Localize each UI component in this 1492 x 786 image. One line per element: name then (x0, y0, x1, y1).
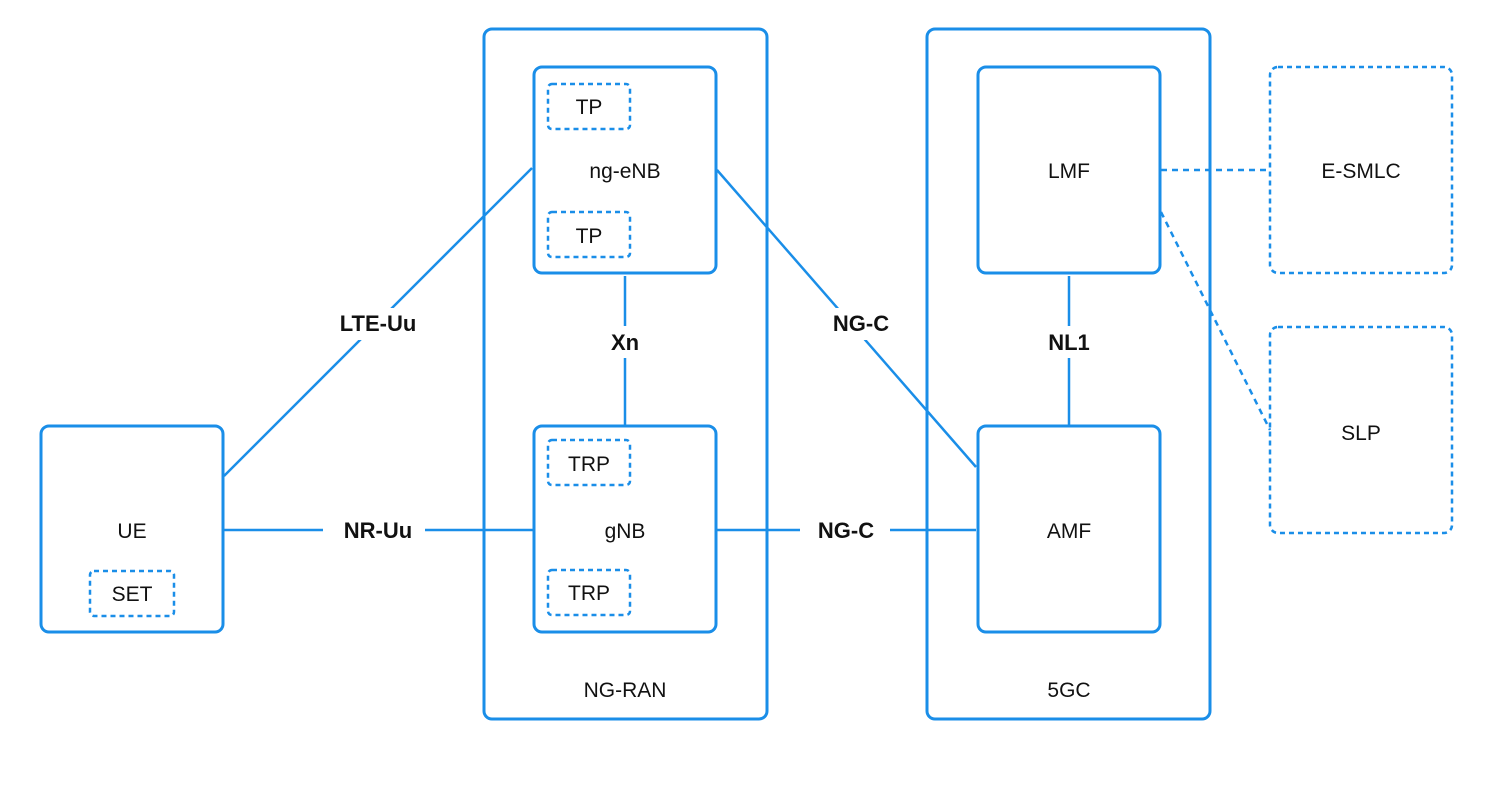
lmf-box (976, 65, 1162, 275)
core-group-box (925, 27, 1212, 721)
trp-top-box (546, 438, 632, 487)
ng-enb-box (532, 65, 718, 275)
core-group-label: 5GC (1047, 679, 1090, 702)
set-box (88, 569, 176, 618)
ngran-group-label: NG-RAN (584, 679, 667, 702)
set-label: SET (112, 583, 153, 606)
esmlc-box (1268, 65, 1454, 275)
slp-box (1268, 325, 1454, 535)
gnb-label: gNB (605, 520, 646, 543)
tp-bottom-box (546, 210, 632, 259)
lmf-slp-link (1159, 211, 1272, 431)
slp-label: SLP (1341, 422, 1381, 445)
trp-top-label: TRP (568, 453, 610, 476)
esmlc-label: E-SMLC (1321, 160, 1400, 183)
ngran-group-box (482, 27, 769, 721)
ng-enb-label: ng-eNB (589, 160, 660, 183)
amf-box (976, 424, 1162, 634)
gnb-box (532, 424, 718, 634)
nr-uu-label: NR-Uu (344, 518, 412, 543)
amf-label: AMF (1047, 520, 1091, 543)
trp-bottom-box (546, 568, 632, 617)
trp-bottom-label: TRP (568, 582, 610, 605)
ng-c-upper-label: NG-C (833, 311, 889, 336)
ng-c-lower-label: NG-C (818, 518, 874, 543)
lmf-label: LMF (1048, 160, 1090, 183)
xn-label: Xn (611, 330, 639, 355)
lte-uu-label: LTE-Uu (340, 311, 417, 336)
tp-bottom-label: TP (576, 225, 603, 248)
tp-top-label: TP (576, 96, 603, 119)
tp-top-box (546, 82, 632, 131)
ue-label: UE (117, 520, 146, 543)
nl1-label: NL1 (1048, 330, 1090, 355)
ue-box (39, 424, 225, 634)
